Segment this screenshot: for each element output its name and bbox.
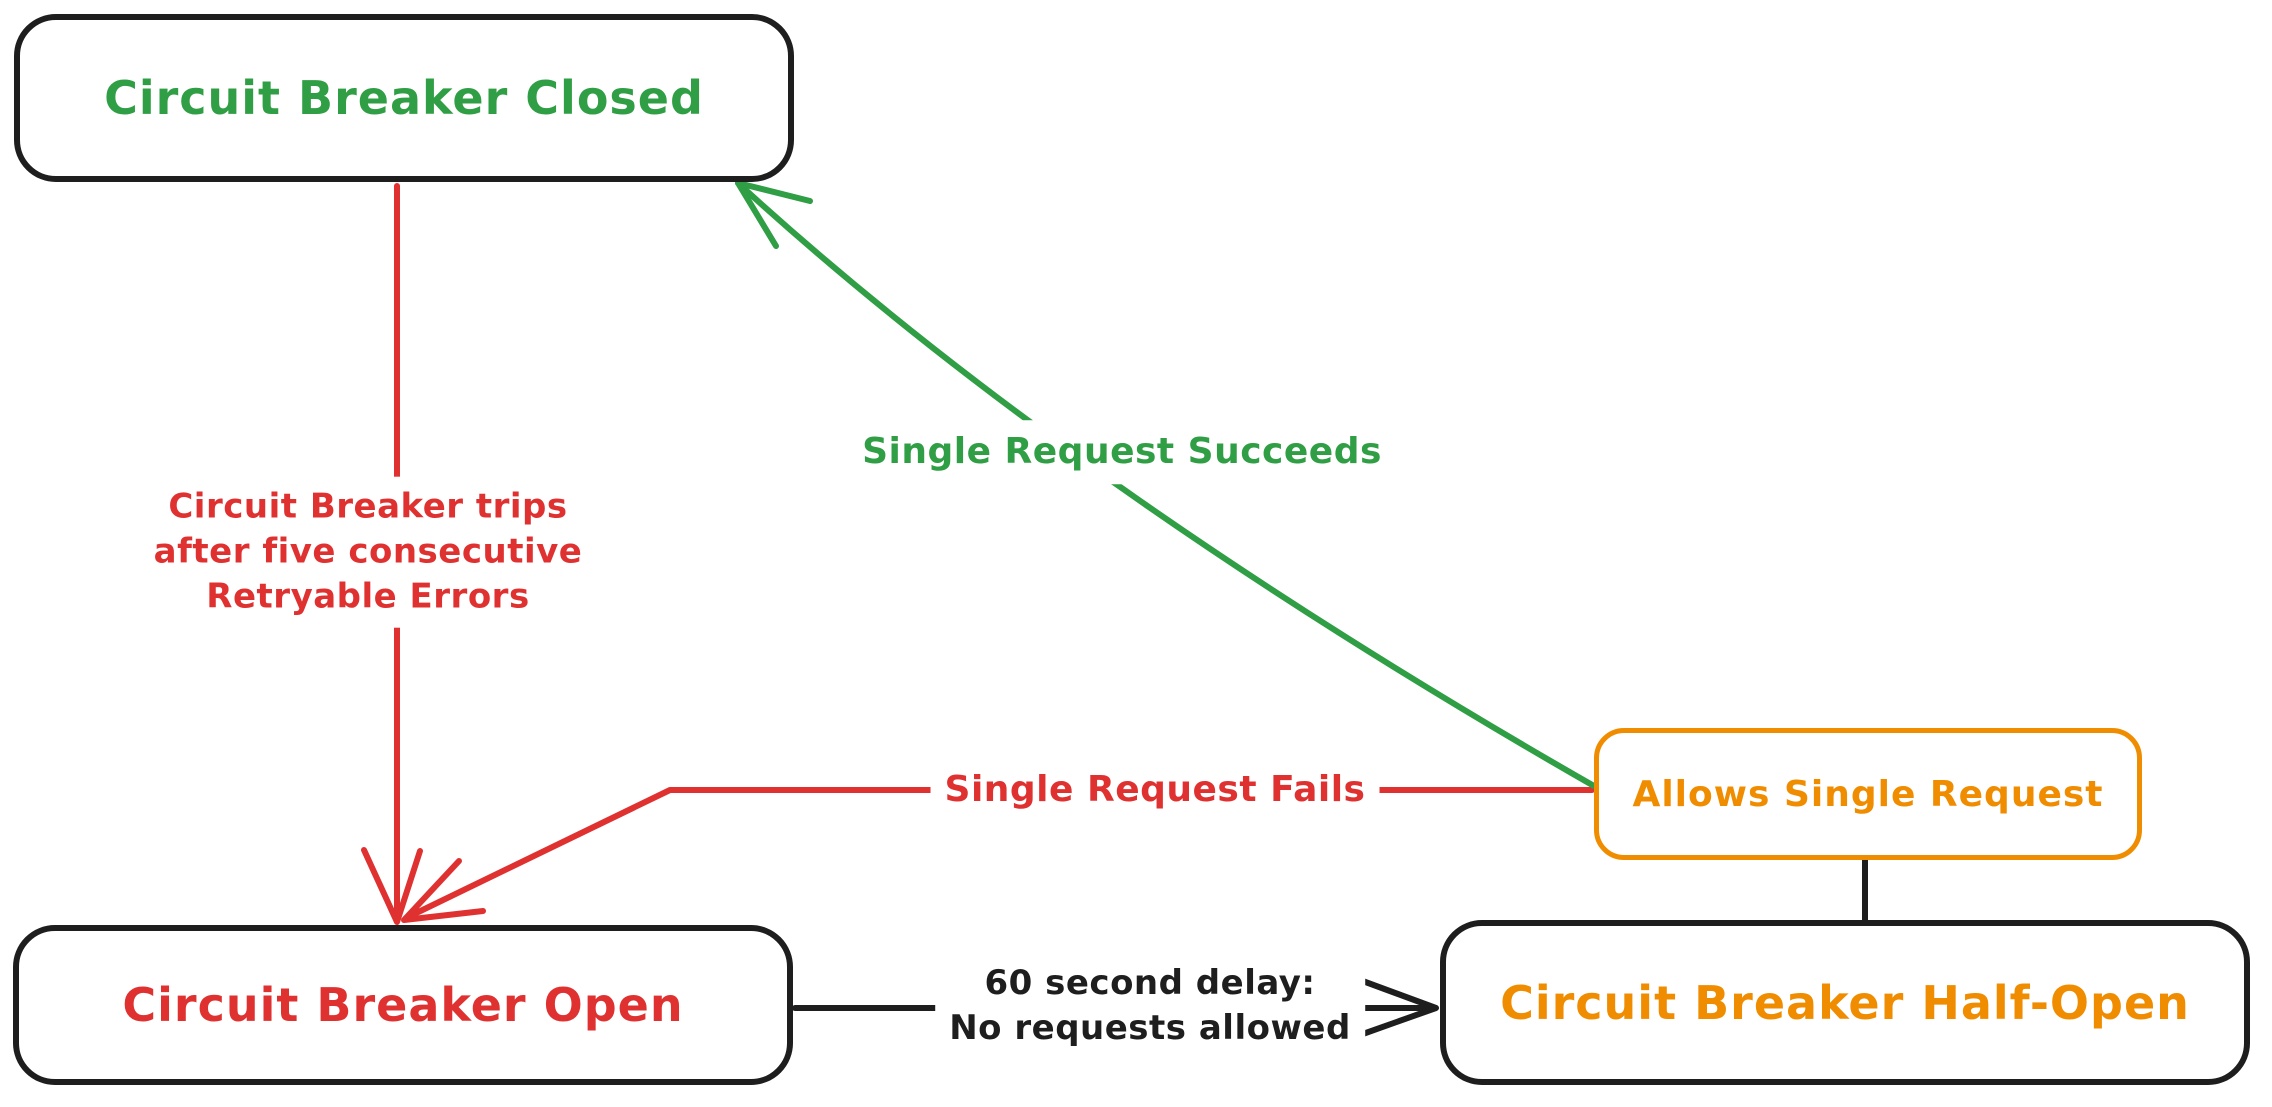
fail-arrowhead: [401, 858, 486, 923]
succeed-arrow-label: Single Request Succeeds: [848, 420, 1396, 484]
trip-arrowhead: [361, 847, 423, 925]
delay-arrow-label-line1: 60 second delay:: [984, 963, 1316, 1004]
node-allows-single-request-label: Allows Single Request: [1632, 773, 2104, 815]
node-circuit-breaker-closed: Circuit Breaker Closed: [14, 14, 794, 182]
delay-arrowhead: [1357, 977, 1439, 1038]
delay-arrow-label-line2: No requests allowed: [949, 1008, 1351, 1048]
trip-arrow-label-line2: after five consecutive: [153, 531, 583, 572]
node-circuit-breaker-closed-label: Circuit Breaker Closed: [104, 71, 704, 125]
trip-arrow-label: Circuit Breaker trips after five consecu…: [139, 476, 597, 628]
trip-arrow-label-line1: Circuit Breaker trips: [168, 486, 568, 527]
delay-arrow-label: 60 second delay: No requests allowed: [935, 953, 1365, 1059]
node-circuit-breaker-open: Circuit Breaker Open: [13, 925, 793, 1085]
fail-arrow-label: Single Request Fails: [930, 758, 1380, 822]
node-circuit-breaker-open-label: Circuit Breaker Open: [122, 978, 684, 1032]
succeed-arrow-line: [735, 180, 1597, 789]
succeed-arrowhead: [735, 180, 813, 249]
trip-arrow-label-line3: Retryable Errors: [206, 576, 530, 617]
node-circuit-breaker-half-open-label: Circuit Breaker Half-Open: [1500, 975, 2190, 1030]
node-circuit-breaker-half-open: Circuit Breaker Half-Open: [1440, 920, 2250, 1085]
node-allows-single-request: Allows Single Request: [1594, 728, 2142, 860]
